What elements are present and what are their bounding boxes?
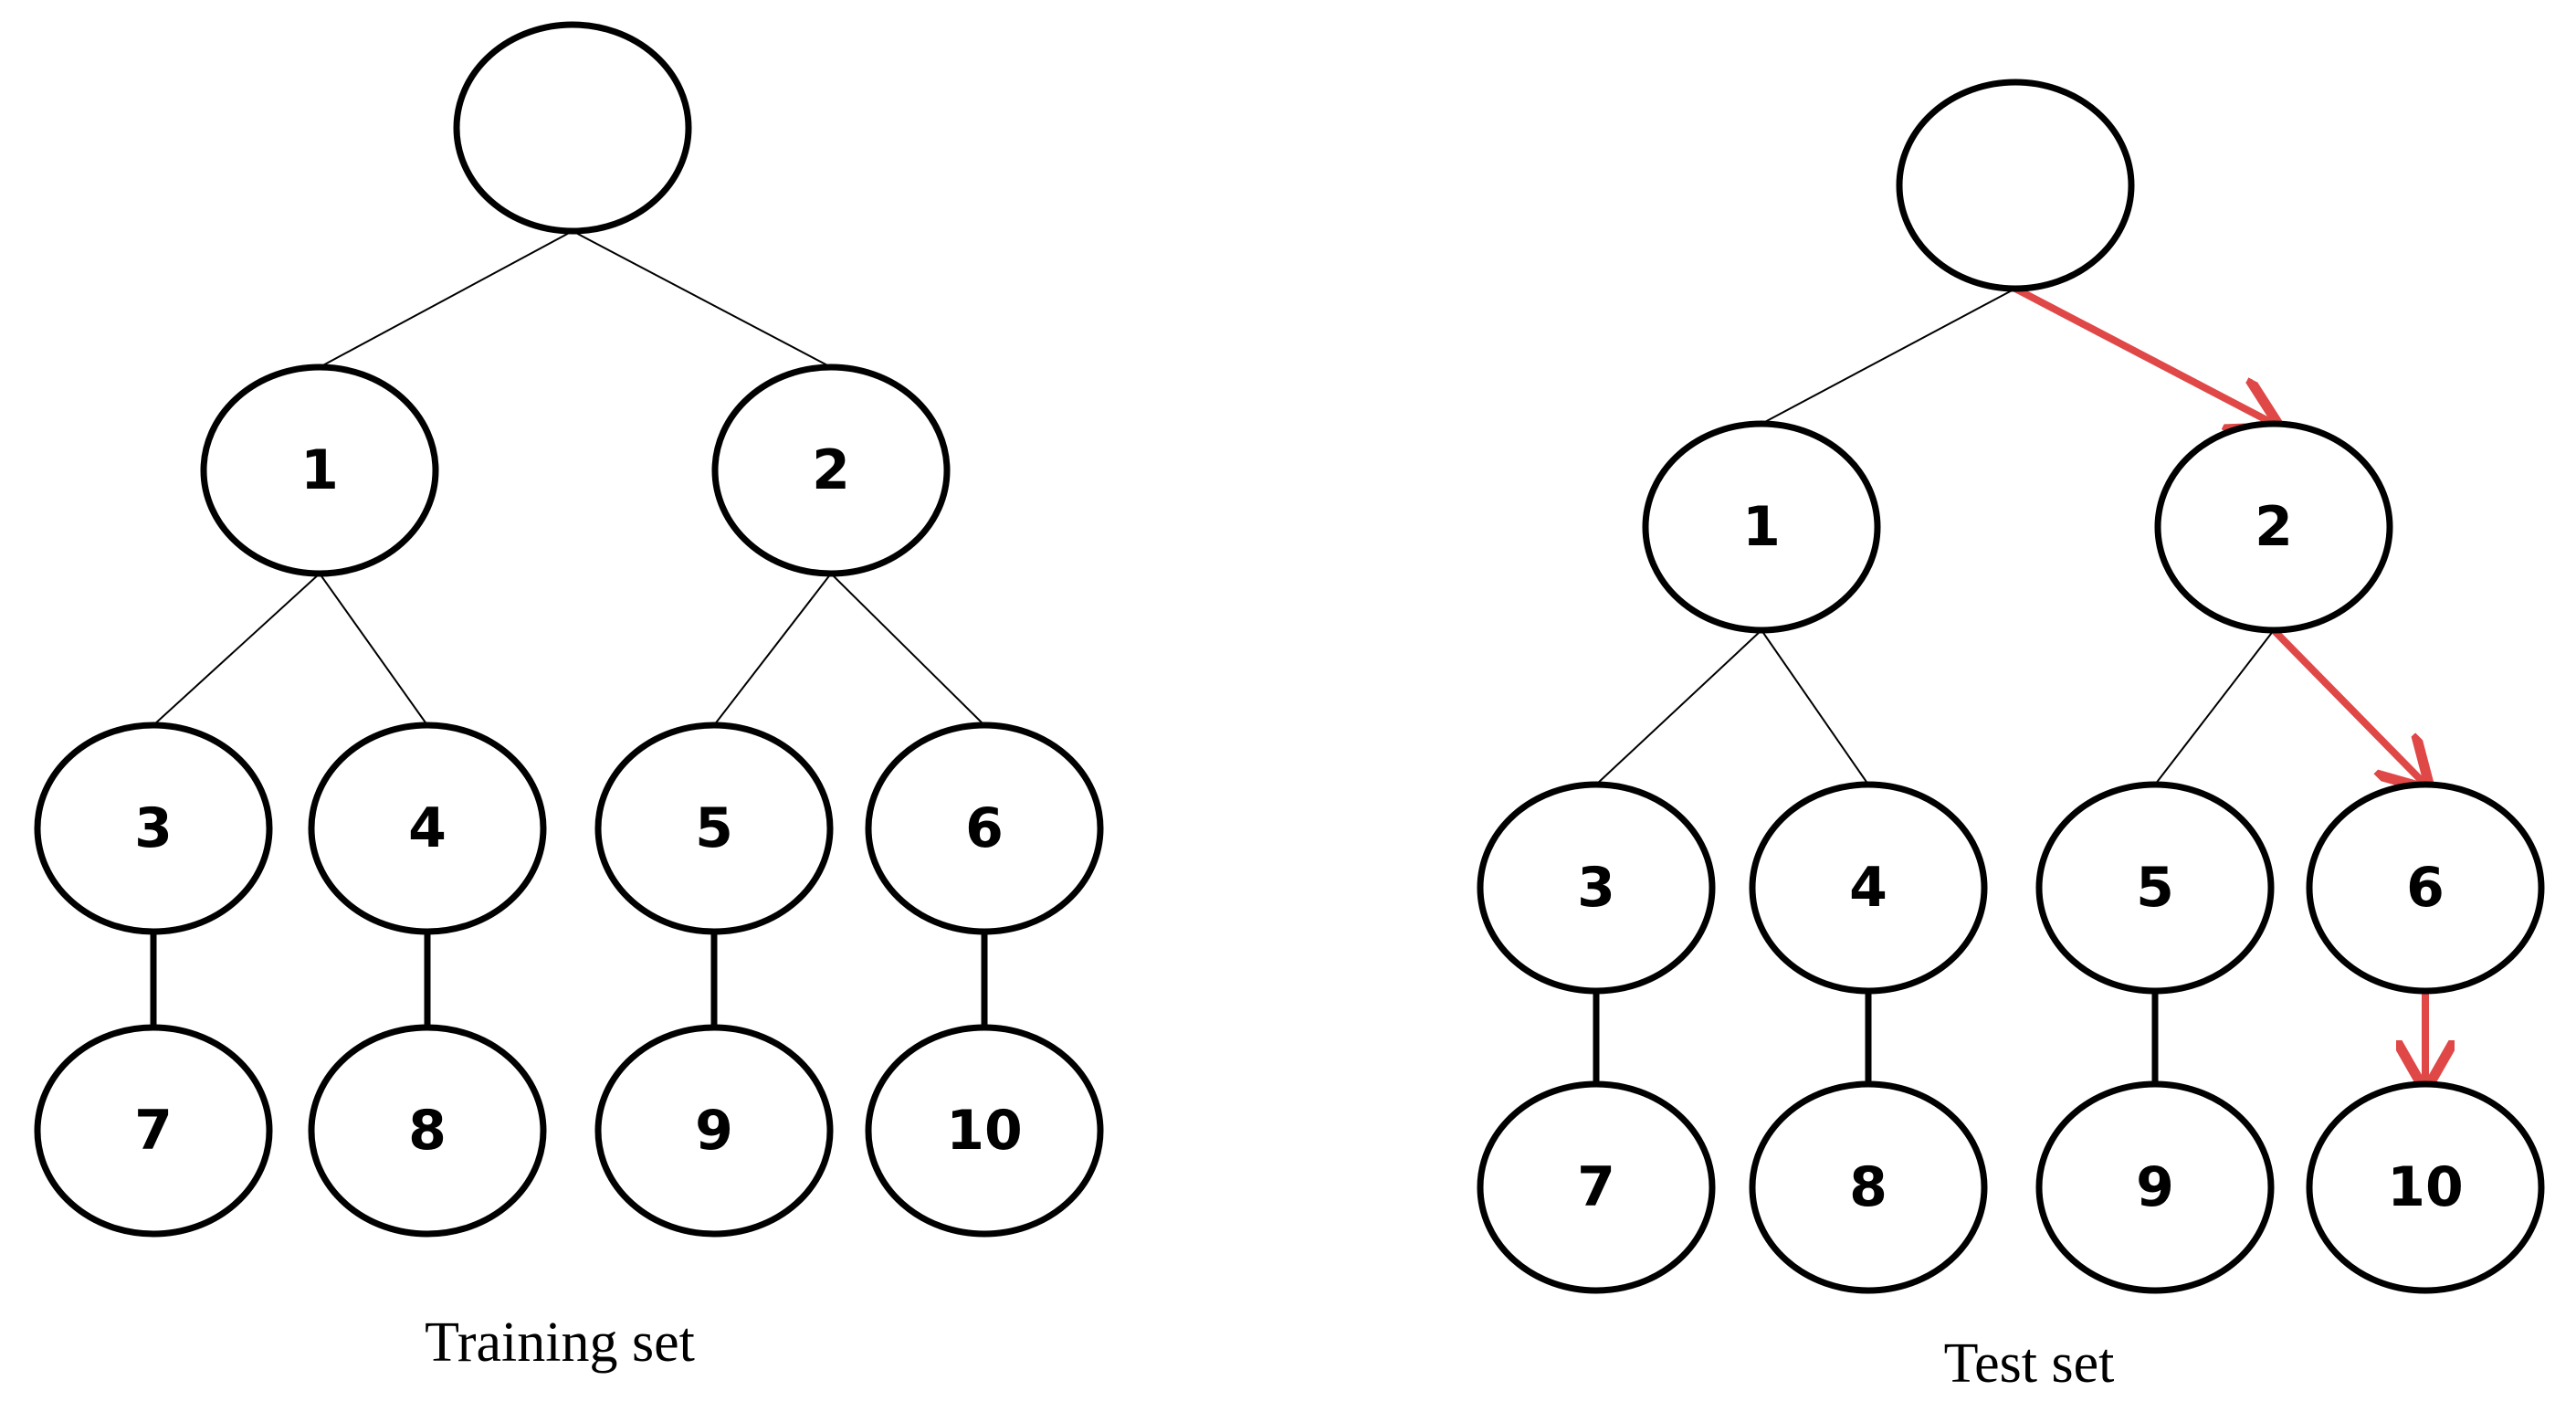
edge-n2-n5	[713, 573, 832, 726]
node-ellipse	[865, 722, 1104, 935]
node-n6: 6	[2306, 781, 2545, 995]
node-ellipse	[2306, 1080, 2545, 1294]
node-label: 2	[812, 438, 850, 502]
node-root	[1896, 79, 2135, 292]
path-arrow-root-n2	[2013, 285, 2274, 424]
node-n9: 9	[2035, 1080, 2275, 1294]
edge-n1-n4	[319, 573, 428, 726]
node-label: 8	[408, 1099, 447, 1163]
node-n1: 1	[1642, 420, 1881, 634]
node-label: 7	[134, 1099, 173, 1163]
node-n3: 3	[34, 722, 273, 935]
node-label: 6	[2406, 856, 2445, 920]
node-n4: 4	[308, 722, 547, 935]
node-n10: 10	[2306, 1080, 2545, 1294]
training-caption: Training set	[425, 1312, 695, 1374]
node-n5: 5	[2035, 781, 2275, 995]
node-label: 1	[300, 438, 339, 502]
node-ellipse	[711, 364, 951, 577]
node-ellipse	[2154, 420, 2393, 634]
edge-n2-n5	[2154, 629, 2275, 785]
node-n3: 3	[1477, 781, 1716, 995]
node-n8: 8	[1749, 1080, 1988, 1294]
node-label: 5	[695, 796, 733, 860]
node-label: 10	[946, 1099, 1023, 1163]
node-n5: 5	[594, 722, 834, 935]
node-ellipse	[1477, 781, 1716, 995]
node-ellipse	[2035, 781, 2275, 995]
node-n2: 2	[711, 364, 951, 577]
node-ellipse	[2035, 1080, 2275, 1294]
test-caption: Test set	[1944, 1333, 2115, 1395]
node-label: 9	[2136, 1155, 2174, 1219]
node-ellipse	[865, 1024, 1104, 1238]
node-label: 7	[1577, 1155, 1615, 1219]
node-ellipse	[594, 1024, 834, 1238]
node-ellipse	[1642, 420, 1881, 634]
node-label: 4	[1849, 856, 1887, 920]
node-label: 10	[2387, 1155, 2464, 1219]
node-n6: 6	[865, 722, 1104, 935]
edge-n1-n4	[1761, 629, 1869, 785]
node-root	[453, 21, 692, 235]
node-ellipse	[308, 1024, 547, 1238]
edge-root-n1	[1761, 288, 2016, 425]
node-ellipse	[453, 21, 692, 235]
node-n7: 7	[1477, 1080, 1716, 1294]
node-ellipse	[2306, 781, 2545, 995]
node-ellipse	[34, 722, 273, 935]
node-n1: 1	[200, 364, 439, 577]
edge-root-n2	[572, 230, 832, 368]
path-arrow-n2-n6	[2271, 627, 2425, 785]
node-ellipse	[1477, 1080, 1716, 1294]
node-label: 2	[2255, 495, 2293, 559]
node-n4: 4	[1749, 781, 1988, 995]
edge-root-n1	[319, 230, 573, 368]
node-label: 4	[408, 796, 447, 860]
node-label: 3	[134, 796, 173, 860]
node-ellipse	[34, 1024, 273, 1238]
node-label: 1	[1742, 495, 1781, 559]
node-label: 3	[1577, 856, 1615, 920]
edge-n1-n3	[1595, 629, 1762, 785]
edge-n1-n3	[152, 573, 321, 726]
node-n7: 7	[34, 1024, 273, 1238]
node-ellipse	[1896, 79, 2135, 292]
edge-n2-n6	[830, 573, 985, 726]
node-label: 5	[2136, 856, 2174, 920]
node-label: 8	[1849, 1155, 1887, 1219]
node-label: 9	[695, 1099, 733, 1163]
node-ellipse	[308, 722, 547, 935]
node-ellipse	[1749, 1080, 1988, 1294]
node-n2: 2	[2154, 420, 2393, 634]
node-ellipse	[1749, 781, 1988, 995]
node-label: 6	[965, 796, 1004, 860]
node-n8: 8	[308, 1024, 547, 1238]
node-ellipse	[594, 722, 834, 935]
node-n10: 10	[865, 1024, 1104, 1238]
node-n9: 9	[594, 1024, 834, 1238]
node-ellipse	[200, 364, 439, 577]
